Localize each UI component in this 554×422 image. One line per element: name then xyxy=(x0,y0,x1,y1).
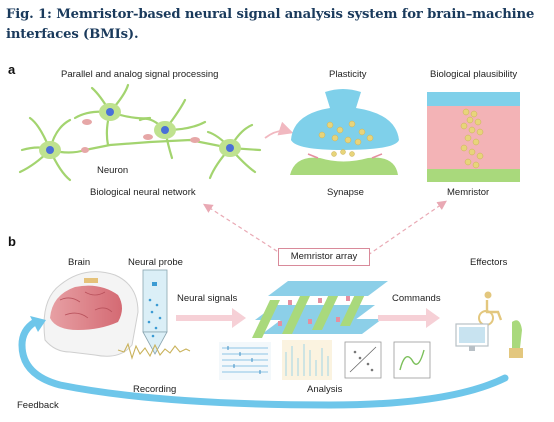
label-recording: Recording xyxy=(133,384,177,395)
label-feedback: Feedback xyxy=(17,400,59,411)
neuron-network-graphic xyxy=(18,83,262,182)
feedback-loop-arrow xyxy=(18,318,509,409)
label-biological-plausibility: Biological plausibility xyxy=(430,69,518,80)
label-neuron: Neuron xyxy=(97,165,129,176)
neuron-to-synapse-arrow xyxy=(264,121,294,139)
neural-signals-arrow xyxy=(176,308,246,328)
label-memristor: Memristor xyxy=(447,187,490,198)
figure-caption: Fig. 1: Memristor-based neural signal an… xyxy=(6,7,535,42)
label-neural-signals: Neural signals xyxy=(177,293,238,304)
label-neural-probe: Neural probe xyxy=(128,257,183,268)
panel-b-letter: b xyxy=(8,234,16,249)
analysis-graphics xyxy=(219,340,431,380)
memristor-array-label: Memristor array xyxy=(278,248,370,266)
label-parallel-processing: Parallel and analog signal processing xyxy=(61,69,219,80)
synapse-graphic xyxy=(290,89,399,175)
label-brain: Brain xyxy=(68,257,91,268)
commands-arrow xyxy=(378,308,440,328)
label-effectors: Effectors xyxy=(470,257,508,268)
label-commands: Commands xyxy=(392,293,441,304)
brain-head-graphic xyxy=(43,271,139,357)
label-analysis: Analysis xyxy=(307,384,343,395)
label-plasticity: Plasticity xyxy=(329,69,367,80)
array-to-network-arrow xyxy=(202,203,284,256)
monitor-icon xyxy=(455,323,489,351)
label-biological-neural-network: Biological neural network xyxy=(90,187,196,198)
label-synapse: Synapse xyxy=(327,187,364,198)
memristor-crossbar-graphic xyxy=(252,281,388,338)
panel-a-letter: a xyxy=(8,62,16,77)
recording-waveform xyxy=(117,342,191,360)
neural-probe-graphic xyxy=(142,269,168,355)
array-to-memristor-arrow xyxy=(367,200,447,256)
feedback-arrow-head xyxy=(30,316,46,332)
prosthetic-arm-icon xyxy=(509,320,523,358)
memristor-graphic xyxy=(427,92,520,182)
wheelchair-icon xyxy=(478,291,503,326)
